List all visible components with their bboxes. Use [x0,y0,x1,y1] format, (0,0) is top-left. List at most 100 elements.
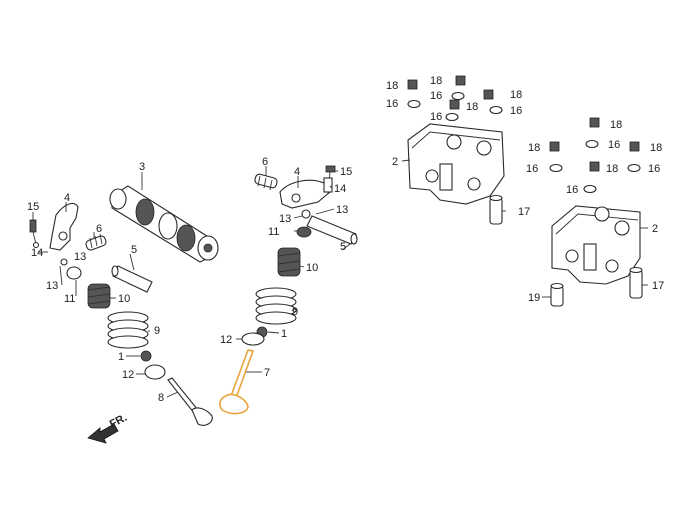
callout-14: 14 [31,247,43,259]
part-nut [455,75,466,86]
callout-7: 7 [264,367,270,379]
callout-5: 5 [340,241,346,253]
callout-16: 16 [430,111,442,123]
callout-18: 18 [510,89,522,101]
callout-17: 17 [518,206,530,218]
callout-12: 12 [220,334,232,346]
callout-18: 18 [606,163,618,175]
part-inner-spring-right [277,247,301,277]
part-nut [629,141,640,152]
upper-fasteners [407,75,503,122]
part-rocker-arm-right [279,179,331,209]
part-washer-right [301,209,311,219]
callout-11: 11 [64,293,75,305]
callout-16: 16 [386,98,398,110]
part-spring-small-left [85,233,107,251]
callout-2: 2 [652,223,658,235]
callout-14: 14 [334,183,346,195]
left-valve-assembly [29,203,213,426]
callout-18: 18 [650,142,662,154]
callout-13: 13 [74,251,86,263]
part-dowel-pin-lower [629,266,643,299]
part-outer-spring-left [107,311,149,349]
callout-10: 10 [306,262,318,274]
callout-10: 10 [118,293,130,305]
callout-16: 16 [526,163,538,175]
part-inner-spring-left [87,283,111,309]
part-intake-valve [219,349,255,415]
part-spring-seat-right [241,332,265,346]
callout-18: 18 [466,101,478,113]
part-nut [407,79,418,90]
callout-1: 1 [118,351,124,363]
part-stem-seal-left [140,350,152,362]
callout-18: 18 [430,75,442,87]
callout-4: 4 [294,166,300,178]
callout-16: 16 [566,184,578,196]
part-washer [489,105,503,115]
lower-fasteners [549,117,641,194]
part-washer [549,163,563,173]
callout-16: 16 [608,139,620,151]
part-washer-left [60,258,68,266]
part-spring-seat-left [144,364,166,380]
part-spring-small-right [254,173,278,191]
callout-16: 16 [430,90,442,102]
front-arrow: FR. [87,412,129,444]
callout-19: 19 [528,292,540,304]
part-camshaft-holder-lower [551,205,641,285]
callout-9: 9 [154,325,160,337]
part-nut [589,117,600,128]
callout-15: 15 [340,166,352,178]
callout-13: 13 [279,213,291,225]
part-washer [451,91,465,101]
part-collar-left [66,266,82,280]
part-nut [483,89,494,100]
callout-13: 13 [336,204,348,216]
part-nut [449,99,460,110]
part-washer [583,184,597,194]
part-washer [627,163,641,173]
part-rocker-shaft-left [111,265,153,293]
callout-18: 18 [386,80,398,92]
callout-6: 6 [262,156,268,168]
part-rocker-shaft-right [306,215,358,245]
part-nut [589,161,600,172]
part-washer [407,99,421,109]
callout-11: 11 [268,226,279,238]
callout-4: 4 [64,192,70,204]
callout-18: 18 [610,119,622,131]
callout-6: 6 [96,223,102,235]
part-dowel-pin-short [550,282,564,307]
part-camshaft [109,185,219,263]
callout-labels: 15 4 6 5 3 14 13 13 11 10 9 1 12 8 6 4 1… [27,75,664,404]
part-nut [549,141,560,152]
callout-9: 9 [292,306,298,318]
part-exhaust-valve [167,377,213,426]
callout-13: 13 [46,280,58,292]
callout-15: 15 [27,201,39,213]
callout-3: 3 [139,161,145,173]
callout-12: 12 [122,369,134,381]
part-adjusting-screw-right [323,165,336,195]
leader-lines [32,159,648,398]
part-rocker-arm-left [49,203,79,251]
front-arrow-label: FR. [108,412,129,431]
part-dowel-pin-upper [489,194,503,225]
callout-16: 16 [510,105,522,117]
callout-17: 17 [652,280,664,292]
part-washer [585,139,599,149]
callout-5: 5 [131,244,137,256]
part-collar-right [296,226,312,238]
callout-18: 18 [528,142,540,154]
callout-1: 1 [281,328,287,340]
part-outer-spring-right [255,287,297,325]
callout-16: 16 [648,163,660,175]
part-washer [445,112,459,122]
callout-2: 2 [392,156,398,168]
callout-8: 8 [158,392,164,404]
part-camshaft-holder-upper [407,123,505,205]
part-adjusting-screw-left [29,219,40,249]
right-valve-assembly [219,165,358,415]
